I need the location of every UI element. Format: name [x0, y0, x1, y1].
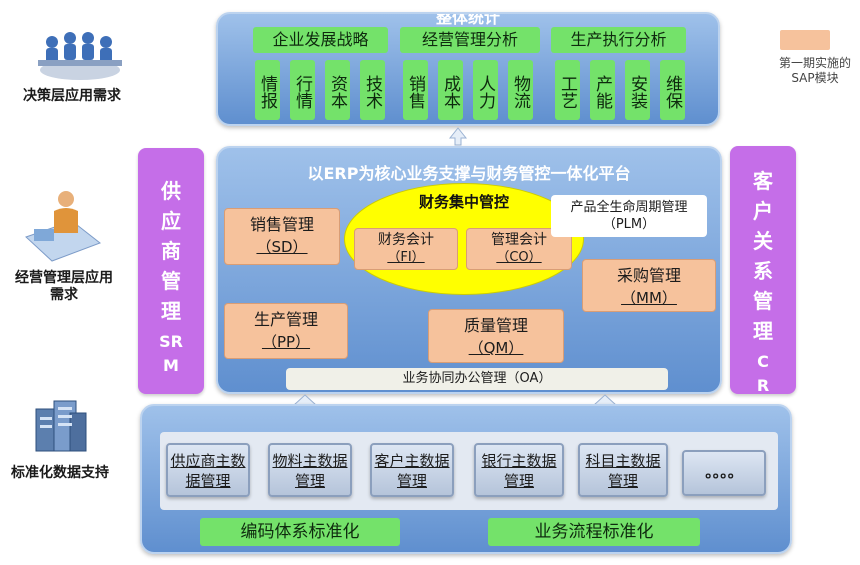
more-master-data: 。。。。	[682, 450, 766, 496]
item-process: 工艺	[555, 60, 580, 120]
category-strategy: 企业发展战略	[253, 27, 388, 53]
supplier-master-data: 供应商主数据管理	[166, 443, 250, 497]
legend-swatch	[780, 30, 830, 50]
account-master-data: 科目主数据管理	[578, 443, 668, 497]
item-installation: 安装	[625, 60, 650, 120]
top-panel-title: 整体统计	[435, 12, 500, 27]
middle-panel-title: 以ERP为核心业务支撑与财务管控一体化平台	[307, 164, 631, 183]
item-sales: 销售	[403, 60, 428, 120]
meeting-icon	[38, 32, 122, 80]
srm-bar: 供应商管理 SRM	[138, 148, 204, 394]
up-arrow-icon	[448, 127, 468, 146]
module-sd: 销售管理 （SD）	[224, 208, 340, 265]
bottom-inner-strip	[160, 432, 778, 510]
standard-process: 业务流程标准化	[488, 518, 700, 546]
item-capital: 资本	[325, 60, 350, 120]
crm-bar: 客户关系管理 CRM	[730, 146, 796, 419]
srm-code: SRM	[159, 332, 183, 375]
crm-text: 客户关系管理	[753, 169, 773, 343]
customer-master-data: 客户主数据管理	[370, 443, 454, 497]
plm-box: 产品全生命周期管理 （PLM）	[551, 195, 707, 237]
item-maintenance: 维保	[660, 60, 685, 120]
item-logistics: 物流	[508, 60, 533, 120]
standard-coding: 编码体系标准化	[200, 518, 400, 546]
item-intelligence: 情报	[255, 60, 280, 120]
category-production-analysis: 生产执行分析	[551, 27, 686, 53]
layer-standard-label: 标准化数据支持	[11, 465, 109, 481]
item-cost: 成本	[438, 60, 463, 120]
item-hr: 人力	[473, 60, 498, 120]
item-market: 行情	[290, 60, 315, 120]
oa-bar: 业务协同办公管理（OA）	[286, 368, 668, 390]
layer-management-label: 经营管理层应用需求	[15, 270, 113, 303]
category-business-analysis: 经营管理分析	[400, 27, 540, 53]
manager-at-desk-icon	[25, 191, 102, 262]
item-capacity: 产能	[590, 60, 615, 120]
module-mm: 采购管理 （MM）	[582, 259, 716, 312]
module-pp: 生产管理 （PP）	[224, 303, 348, 359]
item-technology: 技术	[360, 60, 385, 120]
layer-decision-label: 决策层应用需求	[23, 88, 121, 104]
srm-text: 供应商管理	[161, 179, 181, 323]
bank-master-data: 银行主数据管理	[474, 443, 564, 497]
finance-control-label: 财务集中管控	[418, 193, 509, 211]
module-fi: 财务会计 （FI）	[354, 228, 458, 270]
legend-text: 第一期实施的SAP模块	[778, 56, 851, 85]
module-qm: 质量管理 （QM）	[428, 309, 564, 363]
material-master-data: 物料主数据管理	[268, 443, 352, 497]
server-rack-icon	[35, 400, 87, 452]
